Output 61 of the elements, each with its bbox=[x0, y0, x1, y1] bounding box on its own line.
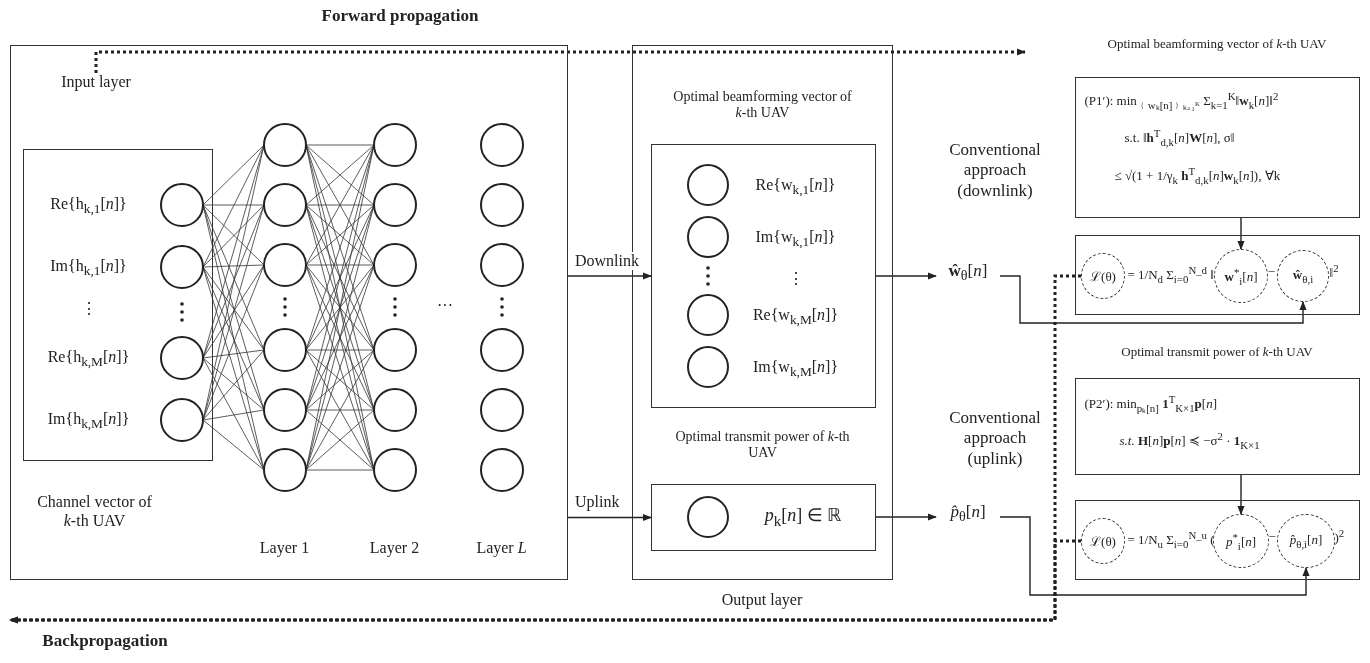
math-term: p̂$_{θ,i}$[n] bbox=[1289, 532, 1323, 550]
output-feature-label: Re{w$_{k,1}$[n]} bbox=[754, 174, 837, 198]
arrow bbox=[999, 275, 1307, 324]
equation-term: − bbox=[1267, 263, 1276, 280]
layer-label: Layer 1 bbox=[258, 537, 311, 557]
section-heading: Optimal transmit power of k-th UAV bbox=[1120, 343, 1314, 360]
section-heading: Optimal beamforming vector of k-th UAV bbox=[1106, 35, 1328, 52]
math-term: ℒ(θ) bbox=[1090, 268, 1116, 285]
loss-function-box bbox=[1075, 235, 1360, 315]
input-feature-label: Re{h$_{k,1}$[n]} bbox=[49, 193, 128, 217]
network-panel bbox=[10, 45, 568, 580]
input-feature-label: Re{h$_{k,M}$[n]} bbox=[46, 346, 131, 370]
dotted-arrow bbox=[9, 539, 1081, 624]
arrow bbox=[567, 272, 652, 280]
output-symbol: p̂$_{θ}$[n] bbox=[936, 502, 1000, 532]
direction-caption: Forward propagation bbox=[320, 6, 480, 27]
arrow bbox=[1237, 217, 1245, 250]
layer-label: Layer L bbox=[475, 537, 528, 557]
equation-term: = 1/N$_{u}$ Σ$_{i=0}$$^{N_u}$ ( bbox=[1127, 528, 1212, 551]
math-term: p$^{*}$$_{i}$[n] bbox=[1225, 530, 1257, 552]
layer-title: Output layer bbox=[720, 589, 804, 609]
horizontal-ellipsis: ··· bbox=[436, 296, 454, 316]
equation-line: s.t. H[n]p[n] ≼ −σ$^{2}$ · 1$_{K×1}$ bbox=[1119, 429, 1261, 452]
output-feature-label: Im{w$_{k,M}$[n]} bbox=[751, 356, 840, 380]
output-feature-label: p$_{k}$[n] ∈ ℝ bbox=[763, 504, 843, 530]
output-feature-label: Re{w$_{k,M}$[n]} bbox=[751, 304, 840, 328]
layer-title: Input layer bbox=[41, 73, 151, 97]
section-heading: Optimal transmit power of k-th UAV bbox=[674, 428, 851, 463]
input-feature-label: Im{h$_{k,1}$[n]} bbox=[49, 255, 128, 279]
dotted-arrow bbox=[94, 48, 1026, 73]
arrow bbox=[875, 272, 937, 280]
equation-line: (P1′): min$_{﹛wₖ[n]﹜ₖ₌₁ᴷ}$ Σ$_{k=1}$$^{K}$‖w$_{k}$[n]‖$^{2}$ bbox=[1084, 89, 1280, 112]
equation-line: s.t. ‖h$^{T}$$_{d,k}$[n]W[n], σ‖ bbox=[1124, 126, 1236, 149]
equation-term: ‖$^{2}$ bbox=[1329, 261, 1340, 281]
arrow bbox=[999, 516, 1310, 596]
direction-caption: Backpropagation bbox=[41, 631, 169, 652]
arrow bbox=[1237, 474, 1245, 515]
section-heading: Optimal beamforming vector of k-th UAV bbox=[672, 88, 853, 123]
input-layer-box bbox=[23, 149, 213, 461]
edge-label: Downlink bbox=[574, 252, 640, 270]
equation-line: (P2′): min$_{pₖ[n]}$ 1$^{T}$$_{K×1}$p[n] bbox=[1084, 392, 1218, 415]
arrow bbox=[567, 513, 652, 522]
approach-caption: Conventional approach (uplink) bbox=[948, 408, 1042, 470]
approach-caption: Conventional approach (downlink) bbox=[948, 140, 1042, 202]
edge-label: Uplink bbox=[574, 493, 621, 511]
math-term: ℒ(θ) bbox=[1090, 533, 1116, 550]
math-term: w$^{*}$$_{i}$[n] bbox=[1224, 265, 1258, 287]
equation-term: = 1/N$_{d}$ Σ$_{i=0}$$^{N_d}$ ‖ bbox=[1127, 263, 1212, 286]
input-feature-label: Im{h$_{k,M}$[n]} bbox=[46, 408, 131, 432]
layer-label: Layer 2 bbox=[368, 537, 421, 557]
vertical-ellipsis: ⋮ bbox=[786, 268, 805, 288]
output-symbol: ŵ$_{θ}$[n] bbox=[936, 261, 1000, 291]
node-label: Channel vector of k-th UAV bbox=[36, 491, 153, 530]
equation-line: ≤ √(1 + 1/γ$_{k}$ h$^{T}$$_{d,k}$[n]w$_{k}$[n]), ∀k bbox=[1114, 164, 1282, 187]
output-feature-label: Im{w$_{k,1}$[n]} bbox=[754, 226, 837, 250]
loss-function-box bbox=[1075, 500, 1360, 580]
arrow bbox=[875, 513, 937, 521]
equation-term: )$^{2}$ bbox=[1334, 526, 1346, 546]
math-term: ŵ$_{θ,i}$ bbox=[1292, 267, 1314, 285]
vertical-ellipsis: ⋮ bbox=[79, 298, 98, 318]
equation-term: − bbox=[1268, 528, 1276, 545]
